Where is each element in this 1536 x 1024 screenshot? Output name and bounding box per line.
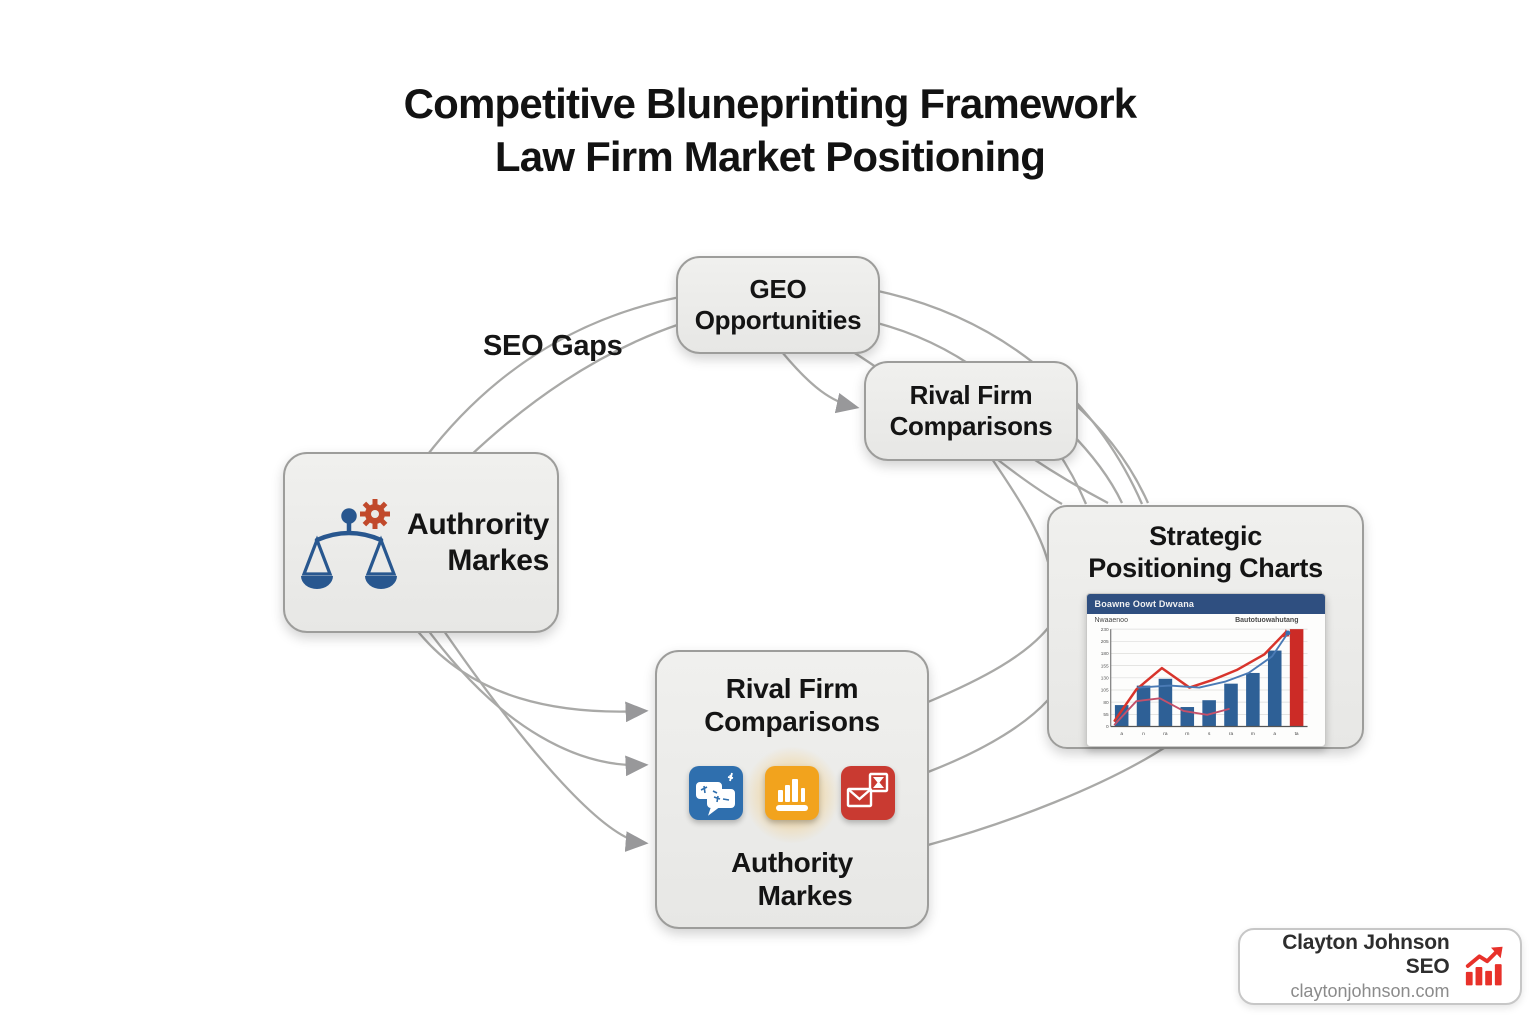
arc-authority-to-geo-inner <box>467 322 681 459</box>
arc-rival-to-strategic-3 <box>1031 457 1109 505</box>
svg-text:105: 105 <box>1100 687 1108 693</box>
svg-text:55: 55 <box>1103 712 1109 718</box>
rival-bottom-line1: Rival Firm <box>725 673 859 704</box>
node-rival-firm-comparisons-top: Rival Firm Comparisons <box>864 361 1078 461</box>
svg-text:130: 130 <box>1100 675 1108 681</box>
authority-left-line1: Authrority <box>407 508 549 542</box>
arc-rival-bottom-to-strategic-3 <box>927 747 1165 847</box>
node-authority-markes-left: Authrority Markes <box>283 452 559 633</box>
arrow-authority-to-rival-bottom-3 <box>443 630 649 852</box>
svg-text:205: 205 <box>1100 639 1108 645</box>
svg-text:230: 230 <box>1100 627 1108 633</box>
svg-text:155: 155 <box>1100 663 1108 669</box>
rival-top-line2: Comparisons <box>889 411 1053 441</box>
svg-text:80: 80 <box>1103 700 1109 706</box>
rival-top-line1: Rival Firm <box>909 380 1033 411</box>
svg-text:s: s <box>1207 732 1210 737</box>
svg-text:180: 180 <box>1100 651 1108 657</box>
node-geo-opportunities: GEO Opportunities <box>676 256 880 354</box>
title-line-2: Law Firm Market Positioning <box>494 132 1046 180</box>
geo-label-line2: Opportunities <box>694 305 862 335</box>
arc-rival-to-strategic-1 <box>1069 399 1150 504</box>
chart-panel-title: Boawne Oowt Dwvana <box>1086 593 1325 614</box>
title-line-1: Competitive Bluneprinting Framework <box>403 80 1138 127</box>
diagram-title: Competitive Bluneprinting Framework Law … <box>0 78 1536 184</box>
svg-text:ta: ta <box>1294 731 1298 737</box>
arrow-authority-to-rival-bottom-2 <box>427 629 649 777</box>
bar-chart-icon-glow <box>743 746 841 845</box>
strategic-line2: Positioning Charts <box>1088 552 1323 583</box>
svg-text:n: n <box>1142 732 1145 737</box>
seo-gaps-label: SEO Gaps <box>483 330 623 362</box>
svg-text:m: m <box>1250 732 1254 737</box>
svg-text:rn: rn <box>1185 731 1190 737</box>
embedded-chart-panel: Boawne Oowt Dwvana Nwaaenoo Bautotuowahu… <box>1085 592 1326 747</box>
arc-rival-bottom-to-strategic-2 <box>927 699 1049 774</box>
chart-note-left: Nwaaenoo <box>1094 616 1128 624</box>
arc-authority-to-geo-outer <box>424 295 681 459</box>
embedded-bar-line-chart: 230 205 180 155 130 105 80 55 0 a n ra rn s ra m a ta <box>1087 624 1325 746</box>
svg-text:0: 0 <box>1106 724 1109 730</box>
svg-text:ra: ra <box>1228 731 1233 737</box>
node-strategic-positioning-charts: Strategic Positioning Charts Boawne Oowt… <box>1047 505 1364 749</box>
rival-bottom-line2: Comparisons <box>704 706 880 738</box>
strategic-line1: Strategic <box>1149 521 1262 551</box>
arrow-geo-to-rival-top <box>781 351 860 414</box>
svg-text:a: a <box>1120 732 1123 737</box>
authority-bottom-line1: Authority <box>731 847 853 879</box>
svg-text:a: a <box>1273 732 1276 737</box>
arc-rival-bottom-to-strategic-1 <box>927 627 1049 704</box>
arrow-authority-to-rival-bottom-1 <box>415 628 649 723</box>
svg-text:ra: ra <box>1163 731 1168 737</box>
growth-chart-icon <box>1465 946 1503 985</box>
bar-chart-icon <box>765 766 819 821</box>
mail-hourglass-icon <box>841 766 895 821</box>
gear-icon <box>360 498 390 529</box>
arc-rival-to-strategic-4 <box>989 455 1050 563</box>
chart-note-center: Bautotuowahutang <box>1235 616 1299 624</box>
badge-domain: claytonjohnson.com <box>1290 981 1450 1001</box>
badge-brand-name: Clayton Johnson SEO <box>1282 931 1450 978</box>
authority-left-line2: Markes <box>447 543 549 577</box>
chat-map-icon <box>689 766 743 821</box>
node-rival-firm-comparisons-bottom: Rival Firm Comparisons <box>655 650 929 929</box>
scales-of-justice-icon <box>299 478 407 608</box>
geo-label-line1: GEO <box>749 274 807 305</box>
authority-bottom-line2: Markes <box>757 880 853 912</box>
brand-badge: Clayton Johnson SEO claytonjohnson.com <box>1238 928 1522 1005</box>
